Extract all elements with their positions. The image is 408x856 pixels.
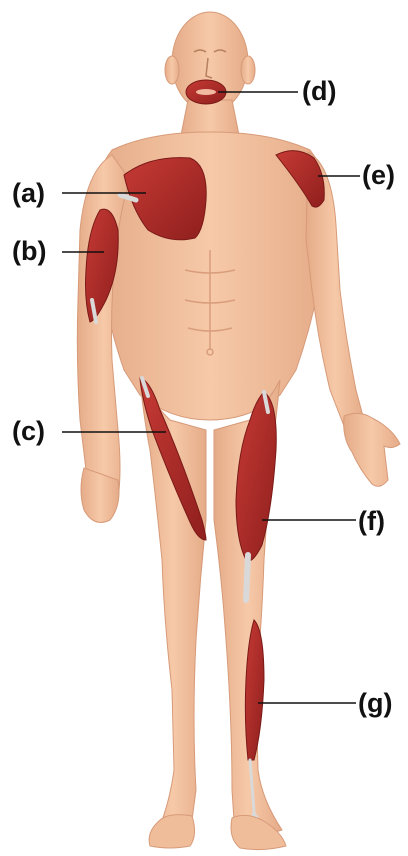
label-d: (d)	[302, 78, 336, 105]
right-foot	[149, 815, 194, 848]
label-c: (c)	[12, 418, 45, 445]
label-e: (e)	[362, 162, 395, 189]
left-ear	[165, 56, 179, 84]
label-g: (g)	[358, 690, 392, 717]
label-f: (f)	[358, 508, 385, 535]
label-b: (b)	[12, 238, 46, 265]
left-foot	[231, 815, 286, 849]
body-silhouette	[77, 12, 400, 833]
right-ear	[241, 56, 255, 84]
left-hand	[344, 413, 400, 486]
muscle-f-quadriceps	[236, 392, 276, 561]
label-a: (a)	[12, 180, 45, 207]
